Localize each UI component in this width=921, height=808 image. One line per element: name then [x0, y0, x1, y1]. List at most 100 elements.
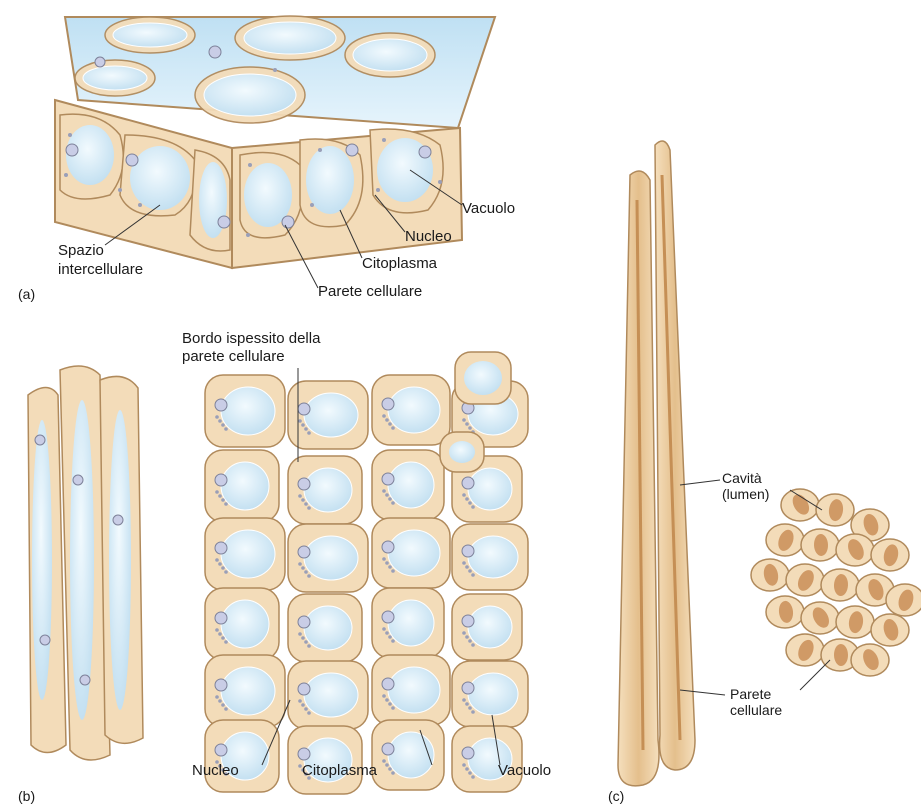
cytoplasm-granule: [462, 698, 466, 702]
nucleus: [218, 216, 230, 228]
leader-cavita-c: [680, 480, 720, 485]
nucleus: [298, 683, 310, 695]
label-nucleo-a: Nucleo: [405, 228, 452, 245]
cytoplasm-granule: [462, 763, 466, 767]
cytoplasm-granule: [391, 569, 395, 573]
cytoplasm-granule: [221, 498, 225, 502]
cross-section-vacuole: [221, 600, 269, 648]
cytoplasm-granule: [391, 426, 395, 430]
cytoplasm-granule: [385, 493, 389, 497]
cross-section-vacuole: [468, 468, 512, 510]
nucleus: [382, 678, 394, 690]
cytoplasm-granule: [465, 767, 469, 771]
cytoplasm-granule: [382, 627, 386, 631]
cytoplasm-granule: [221, 423, 225, 427]
nucleus: [382, 473, 394, 485]
cross-section-vacuole: [388, 600, 434, 646]
label-cavita-c-line1: Cavità: [722, 470, 762, 486]
cross-section-vacuole: [221, 387, 275, 435]
cytoplasm-granule: [218, 419, 222, 423]
cytoplasm-granule: [301, 703, 305, 707]
fiber: [655, 141, 695, 770]
nucleus: [209, 46, 221, 58]
cytoplasm-granule: [301, 498, 305, 502]
cross-section-vacuole: [388, 387, 440, 433]
nucleus: [113, 515, 123, 525]
cross-section-vacuole: [304, 536, 358, 580]
front-vacuole: [130, 146, 190, 210]
nucleus: [95, 57, 105, 67]
nucleus: [215, 474, 227, 486]
label-vacuolo-b: Vacuolo: [498, 762, 551, 779]
cytoplasm-granule: [304, 707, 308, 711]
cytoplasm-granule: [307, 574, 311, 578]
sclerenchyma-fibers: [618, 141, 695, 786]
cytoplasm-granule: [221, 703, 225, 707]
nucleus: [215, 399, 227, 411]
cytoplasm-granule: [307, 644, 311, 648]
cytoplasm-granule: [218, 632, 222, 636]
cross-section-vacuole: [388, 462, 434, 508]
cytoplasm-granule: [388, 635, 392, 639]
top-vacuole: [113, 23, 187, 47]
cytoplasm-granule: [298, 699, 302, 703]
cytoplasm-granule: [382, 557, 386, 561]
nucleus: [215, 542, 227, 554]
fiber-cross-section: [751, 489, 921, 676]
label-bordo-b-line1: Bordo ispessito della: [182, 330, 320, 347]
cytoplasm-granule: [301, 636, 305, 640]
cytoplasm-granule: [301, 423, 305, 427]
label-spazio-a-line1: Spazio: [58, 242, 104, 259]
cytoplasm-granule: [388, 767, 392, 771]
cytoplasm-granule: [468, 501, 472, 505]
cross-section-vacuole: [221, 667, 275, 715]
cytoplasm-granule: [215, 490, 219, 494]
cytoplasm-granule: [215, 558, 219, 562]
nucleus: [298, 478, 310, 490]
label-citoplasma-a: Citoplasma: [362, 255, 437, 272]
cross-section-vacuole: [304, 468, 352, 512]
cross-section-vacuole: [464, 361, 502, 395]
cytoplasm-granule: [298, 562, 302, 566]
cytoplasm-granule: [388, 497, 392, 501]
cytoplasm-granule: [298, 494, 302, 498]
cytoplasm-granule: [468, 639, 472, 643]
cytoplasm-granule: [462, 631, 466, 635]
cytoplasm-granule: [385, 698, 389, 702]
label-parete-a: Parete cellulare: [318, 283, 422, 300]
label-cavita-c-line2: (lumen): [722, 486, 769, 502]
cytoplasm-granule: [391, 501, 395, 505]
nucleus: [298, 616, 310, 628]
cytoplasm-granule: [462, 493, 466, 497]
cytoplasm-granule: [307, 711, 311, 715]
cytoplasm-granule: [388, 565, 392, 569]
cytoplasm-granule: [468, 706, 472, 710]
panel-letter-a: (a): [18, 286, 35, 302]
collenchyma-longitudinal: [28, 366, 143, 760]
cytoplasm-granule: [215, 415, 219, 419]
cross-section-vacuole: [304, 606, 352, 650]
cross-section-vacuole: [221, 462, 269, 510]
nucleus: [298, 546, 310, 558]
nucleus: [382, 398, 394, 410]
cytoplasm-granule: [468, 426, 472, 430]
panel-letter-b: (b): [18, 788, 35, 804]
cytoplasm-granule: [215, 695, 219, 699]
cytoplasm-granule: [471, 643, 475, 647]
cytoplasm-granule: [298, 632, 302, 636]
cross-section-vacuole: [449, 441, 475, 463]
nucleus: [282, 216, 294, 228]
label-parete-c-line1: Parete: [730, 686, 771, 702]
cytoplasm-granule: [307, 431, 311, 435]
nucleus: [462, 682, 474, 694]
cytoplasm-granule: [221, 636, 225, 640]
cytoplasm-granule: [304, 427, 308, 431]
nucleus: [298, 748, 310, 760]
nucleus: [346, 144, 358, 156]
cytoplasm-granule: [468, 569, 472, 573]
cytoplasm-granule: [385, 631, 389, 635]
label-citoplasma-b: Citoplasma: [302, 762, 377, 779]
label-nucleo-b: Nucleo: [192, 762, 239, 779]
nucleus: [462, 615, 474, 627]
